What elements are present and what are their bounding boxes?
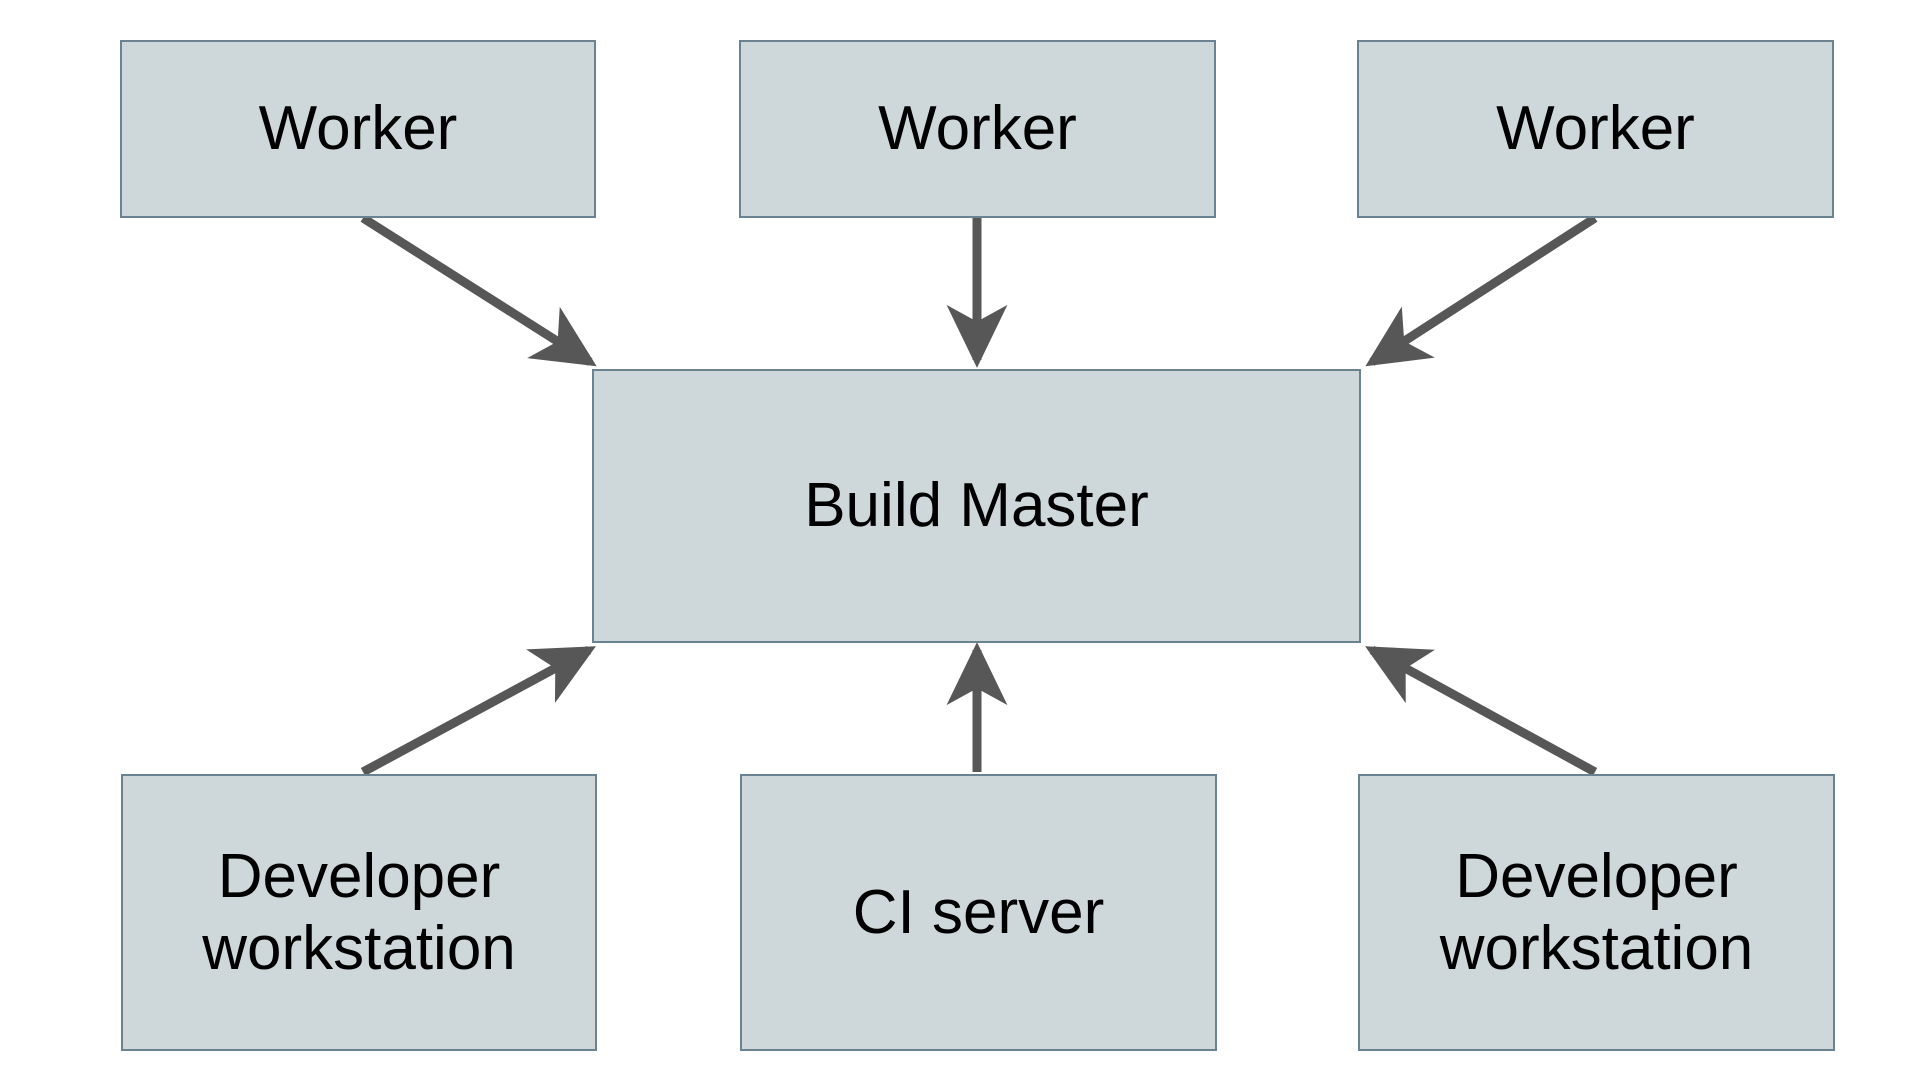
node-worker-3-label: Worker [1496,94,1695,164]
edge-worker-1-to-build-master [360,214,597,367]
node-build-master-label: Build Master [804,471,1149,541]
node-worker-3[interactable]: Worker [1357,40,1834,218]
node-worker-1[interactable]: Worker [120,40,596,218]
node-ci-server[interactable]: CI server [740,774,1217,1051]
edge-dev-ws-2-to-build-master [1365,646,1598,776]
node-build-master[interactable]: Build Master [592,369,1361,643]
edge-dev-ws-1-to-build-master [360,646,596,776]
node-developer-workstation-left-label: Developer workstation [202,841,516,983]
edge-worker-3-to-build-master [1365,214,1598,367]
node-worker-1-label: Worker [258,94,458,164]
node-developer-workstation-right-label: Developer workstation [1439,841,1754,983]
node-worker-2[interactable]: Worker [739,40,1216,218]
node-developer-workstation-right[interactable]: Developer workstation [1358,774,1835,1051]
node-developer-workstation-left[interactable]: Developer workstation [121,774,597,1051]
node-worker-2-label: Worker [878,94,1077,164]
node-ci-server-label: CI server [852,877,1105,947]
